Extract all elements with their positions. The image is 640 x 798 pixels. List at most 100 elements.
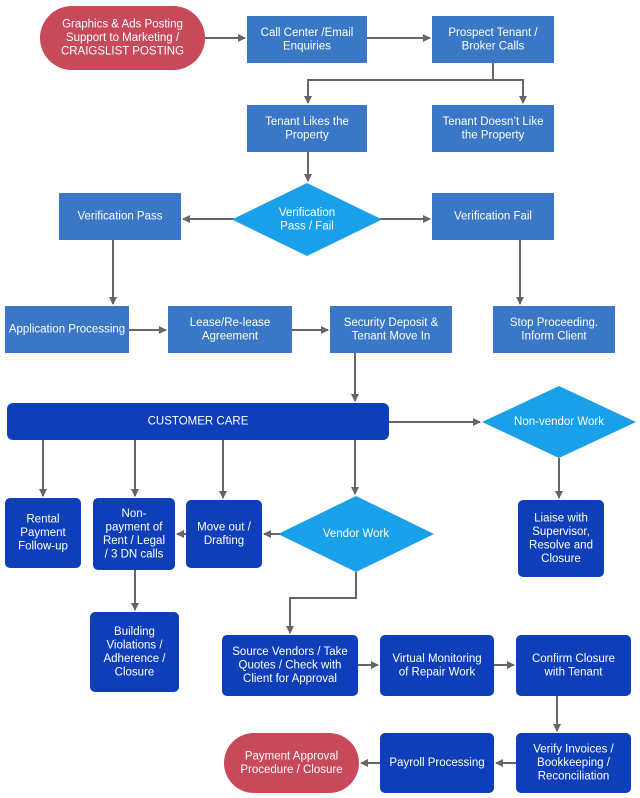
graphics-ads-label-line: Support to Marketing / bbox=[66, 32, 180, 44]
graphics-ads-label-line: Graphics & Ads Posting bbox=[62, 19, 183, 31]
rental-followup-shape bbox=[5, 498, 81, 568]
stop-proceeding-label-line: Inform Client bbox=[521, 330, 587, 342]
node-verify-invoices: Verify Invoices /Bookkeeping /Reconcilia… bbox=[516, 733, 631, 793]
prospect-tenant-label-line: Prospect Tenant / bbox=[448, 27, 538, 39]
move-out-shape bbox=[186, 500, 262, 568]
nonpayment-label-line: Rent / Legal bbox=[103, 535, 165, 547]
payroll-shape bbox=[380, 733, 494, 793]
customer-care-label: CUSTOMER CARE bbox=[148, 416, 249, 428]
connectors bbox=[39, 34, 563, 767]
customer-care-label-line: CUSTOMER CARE bbox=[148, 416, 249, 428]
confirm-closure-shape bbox=[516, 635, 631, 696]
node-verification-fail: Verification Fail bbox=[432, 193, 554, 240]
move-out-label-line: Move out / bbox=[197, 521, 251, 533]
stop-proceeding-label: Stop Proceeding.Inform Client bbox=[510, 317, 598, 343]
lease-agreement-label-line: Lease/Re-lease bbox=[190, 317, 271, 329]
connector-vendor_work-to-source_vendors bbox=[286, 572, 357, 634]
prospect-tenant-label-line: Broker Calls bbox=[462, 40, 525, 52]
source-vendors-shape bbox=[222, 635, 358, 696]
tenant-likes-label-line: Property bbox=[285, 129, 329, 141]
verification-fail-label-line: Verification Fail bbox=[454, 211, 532, 223]
node-verification-pass: Verification Pass bbox=[59, 193, 181, 240]
node-move-out: Move out / Drafting bbox=[186, 500, 262, 568]
graphics-ads-label-line: CRAIGSLIST POSTING bbox=[61, 46, 184, 58]
node-vendor-work: Vendor Work bbox=[278, 496, 434, 572]
payroll-label: Payroll Processing bbox=[389, 757, 484, 769]
source-vendors-label-line: Source Vendors / Take bbox=[232, 646, 348, 658]
node-application-processing: Application Processing bbox=[5, 306, 129, 353]
vendor-work-shape bbox=[278, 496, 434, 572]
node-customer-care: CUSTOMER CARE bbox=[7, 403, 389, 440]
payment-approval-shape bbox=[224, 733, 359, 793]
virtual-monitoring-shape bbox=[380, 635, 494, 696]
liaise-shape bbox=[518, 500, 604, 577]
move-out-label: Move out / Drafting bbox=[197, 521, 251, 547]
vendor-work-label: Vendor Work bbox=[323, 528, 390, 540]
application-processing-label-line: Application Processing bbox=[9, 324, 125, 336]
tenant-likes-label-line: Tenant Likes the bbox=[265, 116, 349, 128]
building-violations-label-line: Building bbox=[114, 626, 155, 638]
move-out-label-line: Drafting bbox=[204, 535, 244, 547]
verify-invoices-label: Verify Invoices /Bookkeeping /Reconcilia… bbox=[533, 744, 614, 783]
tenant-likes-shape bbox=[247, 105, 367, 152]
confirm-closure-label-line: with Tenant bbox=[544, 666, 604, 678]
lease-agreement-label-line: Agreement bbox=[202, 330, 259, 342]
call-center-label-line: Enquiries bbox=[283, 40, 331, 52]
stop-proceeding-label-line: Stop Proceeding. bbox=[510, 317, 598, 329]
security-deposit-label: Security Deposit &Tenant Move In bbox=[344, 317, 439, 343]
application-processing-label: Application Processing bbox=[9, 324, 125, 336]
nonpayment-label-line: payment of bbox=[106, 521, 164, 533]
verification-pass-label-line: Verification Pass bbox=[77, 211, 162, 223]
security-deposit-label-line: Tenant Move In bbox=[352, 330, 431, 342]
source-vendors-label-line: Client for Approval bbox=[243, 673, 337, 685]
nonpayment-shape bbox=[93, 498, 175, 570]
vendor-work-label-line: Vendor Work bbox=[323, 528, 390, 540]
verify-invoices-shape bbox=[516, 733, 631, 793]
verification-decision-label-line: Pass / Fail bbox=[280, 220, 334, 232]
payroll-label-line: Payroll Processing bbox=[389, 757, 484, 769]
building-violations-label-line: Closure bbox=[115, 666, 155, 678]
node-security-deposit: Security Deposit &Tenant Move In bbox=[330, 306, 452, 353]
virtual-monitoring-label-line: Virtual Monitoring bbox=[392, 653, 481, 665]
rental-followup-label-line: Follow-up bbox=[18, 541, 68, 553]
prospect-tenant-label: Prospect Tenant /Broker Calls bbox=[448, 27, 538, 53]
nonpayment-label-line: Non- bbox=[122, 508, 147, 520]
connector-prospect_tenant-to-tenant_likes bbox=[304, 63, 494, 104]
prospect-tenant-shape bbox=[432, 16, 554, 63]
confirm-closure-label-line: Confirm Closure bbox=[532, 653, 615, 665]
non-vendor-work-shape bbox=[482, 386, 636, 458]
building-violations-label-line: Adherence / bbox=[103, 653, 166, 665]
liaise-label-line: Supervisor, bbox=[532, 526, 590, 538]
call-center-label-line: Call Center /Email bbox=[261, 27, 354, 39]
verification-pass-label: Verification Pass bbox=[77, 211, 162, 223]
verification-decision-label-line: Verification bbox=[279, 207, 335, 219]
verification-fail-shape bbox=[432, 193, 554, 240]
customer-care-shape bbox=[7, 403, 389, 440]
tenant-doesnt-like-label-line: the Property bbox=[462, 129, 525, 141]
payment-approval-label-line: Payment Approval bbox=[245, 750, 338, 762]
verify-invoices-label-line: Reconciliation bbox=[538, 771, 610, 783]
application-processing-shape bbox=[5, 306, 129, 353]
building-violations-shape bbox=[90, 612, 179, 692]
